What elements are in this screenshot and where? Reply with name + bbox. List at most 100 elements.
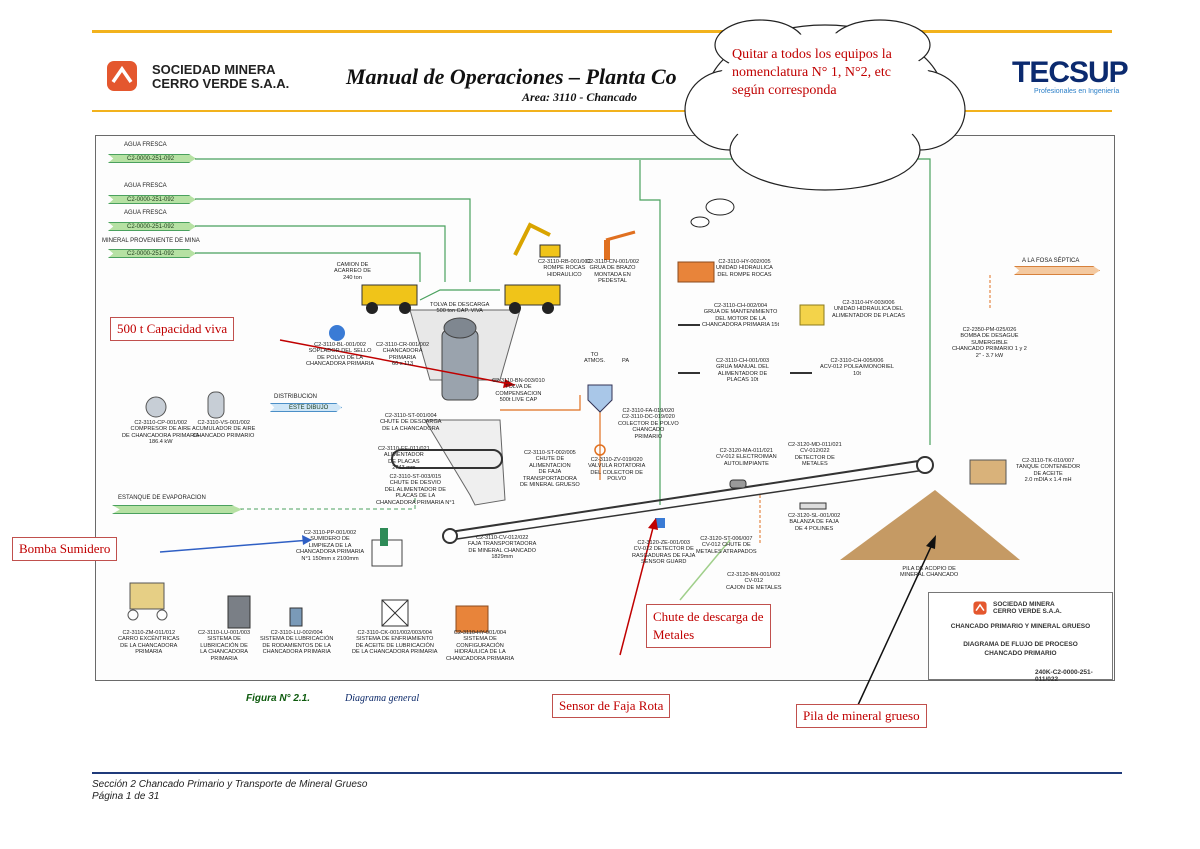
tecsup-logo: TECSUP	[1012, 56, 1129, 89]
conveyor-belt-bottom	[449, 469, 926, 541]
header-bottom-rule	[92, 110, 1112, 112]
equipment-label: C2-3110-HY-002/005 UNIDAD HIDRAULICA DEL…	[716, 259, 773, 278]
equipment-label: C2-3110-HY-003/006 UNIDAD HIDRAULICA DEL…	[832, 300, 905, 319]
evaporation-line	[240, 495, 416, 510]
comment-cloud-text: Quitar a todos los equipos la nomenclatu…	[732, 47, 892, 98]
equipment-label: C2-3110-LU-002/004 SISTEMA DE LUBRICACIÓ…	[260, 630, 334, 656]
belt-rip-sensor-icon	[655, 518, 665, 528]
stream-tag: C2-0000-251-092	[108, 249, 196, 258]
equipment-label: C2-3110-ST-002/005 CHUTE DE ALIMENTACION…	[520, 450, 580, 489]
title-block-company: SOCIEDAD MINERA CERRO VERDE S.A.A.	[993, 601, 1062, 615]
conveyor-belt-top	[449, 459, 926, 533]
equipment-label: C2-3110-TK-010/007 TANQUE CONTENEDOR DE …	[1016, 458, 1081, 484]
equipment-label: C2-3110-CR-001/002 CHANCADORA PRIMARIA 6…	[376, 342, 430, 368]
equipment-label: C2-3110-FE-011/021 ALIMENTADOR DE PLACAS…	[378, 446, 430, 472]
stream-label: AGUA FRESCA	[124, 183, 167, 189]
header-top-rule	[92, 30, 1112, 33]
pa-label: PA	[622, 358, 630, 364]
page-footer: Sección 2 Chancado Primario y Transporte…	[92, 779, 368, 803]
pedestal-crane-icon	[604, 230, 636, 260]
stockpile-shape	[840, 490, 1020, 560]
equipment-label: C2-3110-FA-019/020 C2-3110-DC-019/020 CO…	[618, 408, 679, 440]
water-line-1	[195, 158, 931, 445]
equipment-label: C2-2350-PM-025/026 BOMBA DE DESAGUE SUME…	[952, 327, 1027, 359]
title-block-logo-icon	[973, 601, 987, 615]
stream-label: MINERAL PROVENIENTE DE MINA	[102, 238, 200, 244]
equipment-label: TOLVA DE DESCARGA 500 ton CAP. VIVA	[430, 302, 490, 315]
stream-tag: C2-0000-251-092	[108, 195, 196, 204]
bearing-lube-system-shape	[289, 607, 303, 627]
water-line-4	[639, 160, 661, 505]
blower-icon	[329, 325, 345, 341]
metal-chute-arrow	[679, 539, 731, 601]
document-area: Area: 3110 - Chancado	[522, 90, 638, 104]
equipment-label: C2-3120-BN-001/002 CV-012 CAJON DE METAL…	[726, 572, 782, 591]
truck-flow	[419, 289, 500, 301]
metal-chute-callout: Chute de descarga de Metales	[646, 604, 771, 648]
equipment-label: C2-3120-MA-011/021 CV-012 ELECTROIMAN AU…	[716, 448, 777, 467]
tecsup-tagline: Profesionales en Ingeniería	[1034, 88, 1120, 95]
equipment-label: C2-3110-ST-003/015 CHUTE DE DESVIO DEL A…	[376, 474, 455, 506]
este-dibujo-tag: ESTE DIBUJO	[270, 403, 342, 412]
equipment-label: C2-3110-CN-001/002 GRUA DE BRAZO MONTADA…	[586, 259, 640, 285]
water-line-2	[195, 198, 471, 282]
estanque-tag	[112, 505, 242, 514]
footer-page-number: Página 1 de 31	[92, 791, 160, 802]
stream-tag: C2-0000-251-092	[108, 222, 196, 231]
accumulator-icon	[207, 391, 225, 419]
sensor-arrow	[619, 519, 656, 656]
cloud-bubble-2	[690, 216, 710, 228]
rock-breaker-hydraulic-unit-shape	[677, 261, 715, 283]
oil-tank-shape	[969, 459, 1007, 485]
equipment-label: CAMION DE ACARREO DE 240 ton	[334, 262, 371, 281]
equipment-label: C2-3110-CP-001/002 COMPRESOR DE AIRE DE …	[122, 420, 200, 446]
belt-scale-icon	[799, 502, 827, 510]
sump-pump-callout: Bomba Sumidero	[12, 537, 118, 561]
dust-collector-icon	[587, 384, 613, 413]
capacity-arrow	[279, 339, 516, 386]
pile-arrow	[857, 537, 936, 706]
capacity-callout: 500 t Capacidad viva	[110, 317, 235, 341]
title-block-diagram-1: DIAGRAMA DE FLUJO DE PROCESO	[963, 641, 1078, 648]
dust-duct	[500, 395, 581, 411]
equipment-label: C2-3110-PP-001/002 SUMIDERO DE LIMPIEZA …	[296, 530, 365, 562]
equipment-label: C2-3110-RB-001/002 ROMPE ROCAS HIDRAULIC…	[538, 259, 591, 278]
sump-pump-icon	[380, 528, 388, 546]
ore-pile-callout: Pila de mineral grueso	[796, 704, 927, 728]
equipment-label: C2-3110-LU-001/003 SISTEMA DE LUBRICACIÓ…	[198, 630, 251, 662]
equipment-label: C2-3110-CH-001/003 GRUA MANUAL DEL ALIME…	[716, 358, 770, 384]
document-title: Manual de Operaciones – Planta Co	[346, 64, 677, 89]
equipment-label: C2-3110-ZM-011/012 CARRO EXCÉNTRICAS DE …	[118, 630, 180, 656]
equipment-label: C2-3110-HY-001/004 SISTEMA DE CONFIGURAC…	[446, 630, 515, 662]
company-name: SOCIEDAD MINERA CERRO VERDE S.A.A.	[152, 62, 290, 91]
hydraulic-config-system-shape	[455, 605, 489, 633]
magnet-icon	[729, 479, 747, 489]
title-block-diagram-2: CHANCADO PRIMARIO	[984, 650, 1057, 657]
estanque-label: ESTANQUE DE EVAPORACION	[118, 495, 206, 501]
distribucion-label: DISTRIBUCION	[274, 394, 318, 400]
apron-feeder-shape	[391, 449, 503, 469]
rotary-valve-icon	[594, 444, 606, 456]
equipment-label: C2-3110-ZV-019/020 VALVULA ROTATORIA DEL…	[588, 457, 646, 483]
equipment-label: C2-3110-CH-002/004 GRUA DE MANTENIMIENTO…	[702, 303, 780, 329]
equipment-label: C2-3120-ZE-001/003 CV-012 DETECTOR DE RA…	[632, 540, 696, 566]
stream-label: AGUA FRESCA	[124, 210, 167, 216]
surge-bin-shape	[424, 419, 506, 506]
cerro-verde-logo-icon	[107, 61, 137, 91]
crusher-shape	[441, 329, 479, 401]
tail-pulley-icon	[442, 528, 458, 544]
stream-label: AGUA FRESCA	[124, 142, 167, 148]
haul-truck-right-icon	[504, 284, 561, 314]
sump-arrow	[159, 539, 311, 553]
water-line-3	[195, 225, 446, 282]
belt-sensor-callout: Sensor de Faja Rota	[552, 694, 671, 718]
cloud-bubble-1	[705, 198, 735, 216]
equipment-label: PILA DE ACOPIO DE MINERAL CHANCADO	[900, 566, 959, 579]
atmos-label: TO ATMOS.	[584, 352, 606, 365]
eccentric-cart-shape	[129, 582, 165, 610]
feeder-hydraulic-unit-shape	[799, 304, 825, 326]
stream-tag: C2-0000-251-092	[108, 154, 196, 163]
equipment-label: C2-3110-CK-001/002/003/004 SISTEMA DE EN…	[352, 630, 438, 656]
equipment-label: C2-3120-MD-011/021 CV-012/022 DETECTOR D…	[788, 442, 842, 468]
equipment-label: C2-3110-CV-012/022 FAJA TRANSPORTADORA D…	[468, 535, 537, 561]
